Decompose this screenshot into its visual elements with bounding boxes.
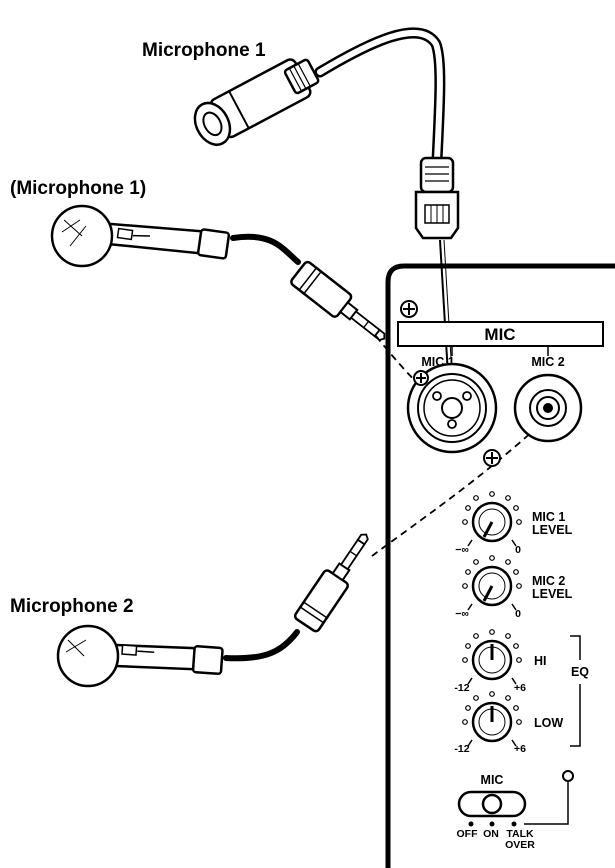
eq-low-max: +6 bbox=[514, 743, 526, 755]
mic2-jack-label: MIC 2 bbox=[531, 355, 564, 369]
eq-hi-label: HI bbox=[534, 654, 547, 668]
mic1-level-knob[interactable]: −∞ 0 MIC 1 LEVEL bbox=[455, 491, 573, 556]
mic1-level-max: 0 bbox=[515, 544, 521, 556]
switch-pos-off: OFF bbox=[457, 828, 479, 840]
handheld-microphone-1 bbox=[50, 204, 423, 389]
mic2-level-max: 0 bbox=[515, 608, 521, 620]
screw-icon bbox=[413, 370, 429, 386]
gooseneck-microphone bbox=[193, 27, 460, 393]
mic2-phone-jack[interactable]: MIC 2 bbox=[513, 346, 583, 443]
mixer-panel: MIC MIC 1 MIC 2 bbox=[385, 263, 615, 868]
switch-pos-over: OVER bbox=[505, 839, 535, 851]
mic1-level-min: −∞ bbox=[455, 544, 469, 556]
eq-label: EQ bbox=[571, 665, 589, 679]
mic1-level-label-line1: MIC 1 bbox=[532, 510, 565, 524]
mic1-level-label-line2: LEVEL bbox=[532, 523, 573, 537]
eq-low-label: LOW bbox=[534, 716, 563, 730]
eq-bracket: EQ bbox=[570, 635, 589, 747]
mic-mode-switch[interactable]: MIC OFF ON TALK OVER bbox=[457, 773, 536, 851]
screw-icon bbox=[483, 449, 501, 467]
eq-hi-max: +6 bbox=[514, 682, 526, 694]
handheld-microphone-2 bbox=[56, 419, 546, 688]
eq-hi-knob[interactable]: -12 +6 HI bbox=[454, 629, 547, 694]
talkover-indicator bbox=[524, 770, 574, 825]
label-microphone2: Microphone 2 bbox=[10, 596, 134, 617]
label-microphone1-top: Microphone 1 bbox=[142, 40, 266, 61]
mic2-level-knob[interactable]: −∞ 0 MIC 2 LEVEL bbox=[455, 555, 573, 620]
switch-pos-on: ON bbox=[483, 828, 499, 840]
switch-pos-talk: TALK bbox=[506, 828, 534, 840]
eq-low-min: -12 bbox=[454, 743, 469, 755]
label-microphone1-alt: (Microphone 1) bbox=[10, 178, 146, 199]
mic2-level-label-line2: LEVEL bbox=[532, 587, 573, 601]
mic-section-title: MIC bbox=[484, 325, 515, 344]
eq-low-knob[interactable]: -12 +6 LOW bbox=[454, 691, 563, 755]
eq-hi-min: -12 bbox=[454, 682, 469, 694]
screw-icon bbox=[400, 300, 418, 318]
mic2-level-min: −∞ bbox=[455, 608, 469, 620]
mic2-level-label-line1: MIC 2 bbox=[532, 574, 565, 588]
mic1-xlr-jack[interactable]: MIC 1 bbox=[406, 346, 498, 454]
mic-switch-title: MIC bbox=[481, 773, 504, 787]
